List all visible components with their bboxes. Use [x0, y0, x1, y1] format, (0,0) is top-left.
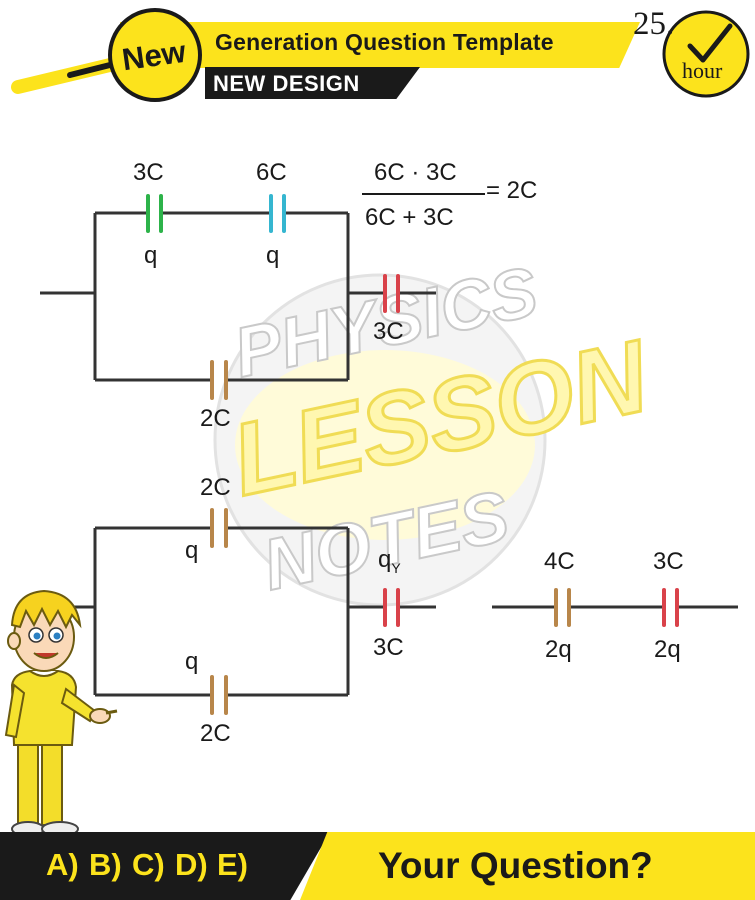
- charge-label-2q-1: 2q: [545, 636, 572, 663]
- charge-label-qy-sub: Y: [391, 559, 401, 576]
- choice-c[interactable]: C): [132, 847, 165, 882]
- cap-label-3c-top: 3C: [133, 159, 164, 186]
- formula-result: = 2C: [486, 177, 538, 204]
- choice-a[interactable]: A): [46, 847, 79, 882]
- header-band: [120, 22, 640, 68]
- clock-icon: [662, 10, 750, 98]
- cap-label-2c-bottom2: 2C: [200, 720, 231, 747]
- charge-label-q1: q: [144, 242, 158, 269]
- footer-answers-band: [0, 832, 330, 900]
- time-number: 25.: [633, 6, 675, 42]
- time-unit: hour: [682, 58, 723, 83]
- formula-denominator: 6C + 3C: [365, 204, 454, 231]
- cap-label-6c-top: 6C: [256, 159, 287, 186]
- choice-e[interactable]: E): [217, 847, 248, 882]
- magnifier-handle: [11, 58, 117, 94]
- cap-label-3c-series: 3C: [653, 548, 684, 575]
- choice-d[interactable]: D): [175, 847, 208, 882]
- charge-label-q-bottom: q: [185, 648, 199, 675]
- cap-label-3c-right: 3C: [373, 318, 404, 345]
- watermark-circle: [213, 273, 547, 607]
- charge-label-qy-main: q: [378, 546, 392, 573]
- footer-question-band: [300, 832, 755, 900]
- page-subtitle: NEW DESIGN: [213, 71, 360, 96]
- new-badge: [108, 8, 202, 102]
- charge-label-qy: qY: [378, 546, 401, 576]
- charge-label-2q-2: 2q: [654, 636, 681, 663]
- page-title: Generation Question Template: [215, 29, 554, 55]
- subtitle-band: [205, 67, 420, 99]
- charge-label-q-top: q: [185, 537, 199, 564]
- cap-label-3c-right2: 3C: [373, 634, 404, 661]
- choice-b[interactable]: B): [89, 847, 122, 882]
- cap-label-2c-top: 2C: [200, 474, 231, 501]
- cartoon-boy: [4, 589, 118, 837]
- cap-label-4c: 4C: [544, 548, 575, 575]
- charge-label-q2: q: [266, 242, 280, 269]
- question-text: Your Question?: [378, 845, 653, 886]
- formula-numerator: 6C · 3C: [374, 159, 457, 186]
- cap-label-2c-bottom: 2C: [200, 405, 231, 432]
